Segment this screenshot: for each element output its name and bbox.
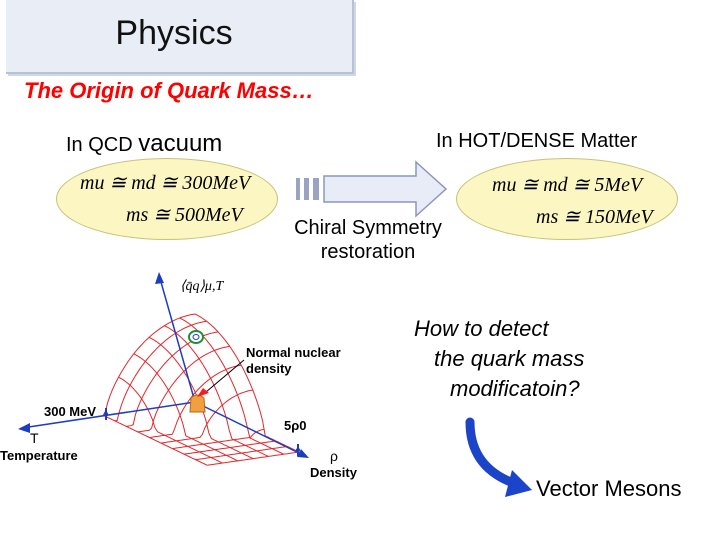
vacuum-marker	[188, 330, 204, 344]
question-line3: modificatoin?	[450, 376, 580, 401]
curved-arrow	[465, 417, 532, 497]
slide-subtitle: The Origin of Quark Mass…	[24, 78, 314, 103]
mesh-line-t	[118, 376, 223, 464]
mesh-line-t	[164, 325, 269, 457]
mesh-line-rho	[102, 313, 196, 416]
mesh-line-rho	[160, 389, 253, 444]
density-axis-label: Density	[310, 465, 357, 480]
hot-mass-s: ms ≅ 150MeV	[536, 206, 653, 228]
hot-dense-ellipse	[456, 158, 678, 240]
normal-density-label: Normal nuclear density	[246, 345, 341, 377]
normal-density-marker	[189, 388, 209, 413]
slide-title: Physics	[115, 14, 233, 52]
axis-arrow-up	[155, 272, 164, 284]
mesh-line-rho	[184, 440, 276, 455]
density-tick-label: 5ρ0	[284, 418, 307, 433]
axis-arrow-right	[297, 449, 309, 458]
normal-density-pointer	[205, 359, 245, 393]
mesh-line-rho	[137, 345, 230, 433]
temperature-tick-label: 300 MeV	[44, 404, 97, 419]
t-axis-symbol: T	[30, 430, 39, 446]
question-line2: the quark mass	[434, 346, 585, 371]
vacuum-mass-ud: mu ≅ md ≅ 300MeV	[80, 172, 251, 194]
condensate-label: ⟨q̄q⟩μ,T	[180, 279, 224, 294]
plot-axes	[21, 274, 306, 457]
transition-arrow	[296, 160, 448, 218]
question-text: How to detect the quark mass modificatoi…	[414, 314, 584, 404]
vacuum-mass-s: ms ≅ 500MeV	[126, 204, 243, 226]
mesh-line-rho	[149, 364, 242, 438]
normal-density-line1: Normal nuclear	[246, 345, 341, 360]
chiral-restoration-label: Chiral Symmetry restoration	[268, 216, 468, 264]
title-box	[6, 0, 354, 74]
vacuum-label: In QCD vacuum	[66, 130, 222, 158]
chiral-line2: restoration	[320, 241, 416, 263]
chiral-line1: Chiral Symmetry	[294, 217, 442, 239]
mesh-line-t	[194, 313, 300, 453]
vector-mesons-label: Vector Mesons	[536, 476, 682, 501]
mesh-line-rho	[172, 428, 265, 450]
hot-mass-ud: mu ≅ md ≅ 5MeV	[492, 174, 643, 196]
vacuum-ellipse	[56, 158, 278, 240]
mesh-line-t	[102, 414, 208, 466]
mesh-line-rho	[207, 451, 300, 466]
mesh-line-t	[133, 353, 239, 462]
rho-axis-symbol: ρ	[330, 448, 338, 464]
mesh-line-rho	[195, 445, 288, 461]
temperature-axis-label: Temperature	[0, 448, 78, 463]
axis-arrow-left	[18, 423, 30, 433]
vacuum-label-emph: vacuum	[138, 130, 223, 157]
hot-dense-label: In HOT/DENSE Matter	[436, 130, 638, 152]
normal-density-line2: density	[246, 361, 292, 376]
question-line1: How to detect	[414, 316, 549, 341]
mesh-line-rho	[114, 320, 207, 422]
vacuum-label-prefix: In QCD	[66, 134, 139, 156]
